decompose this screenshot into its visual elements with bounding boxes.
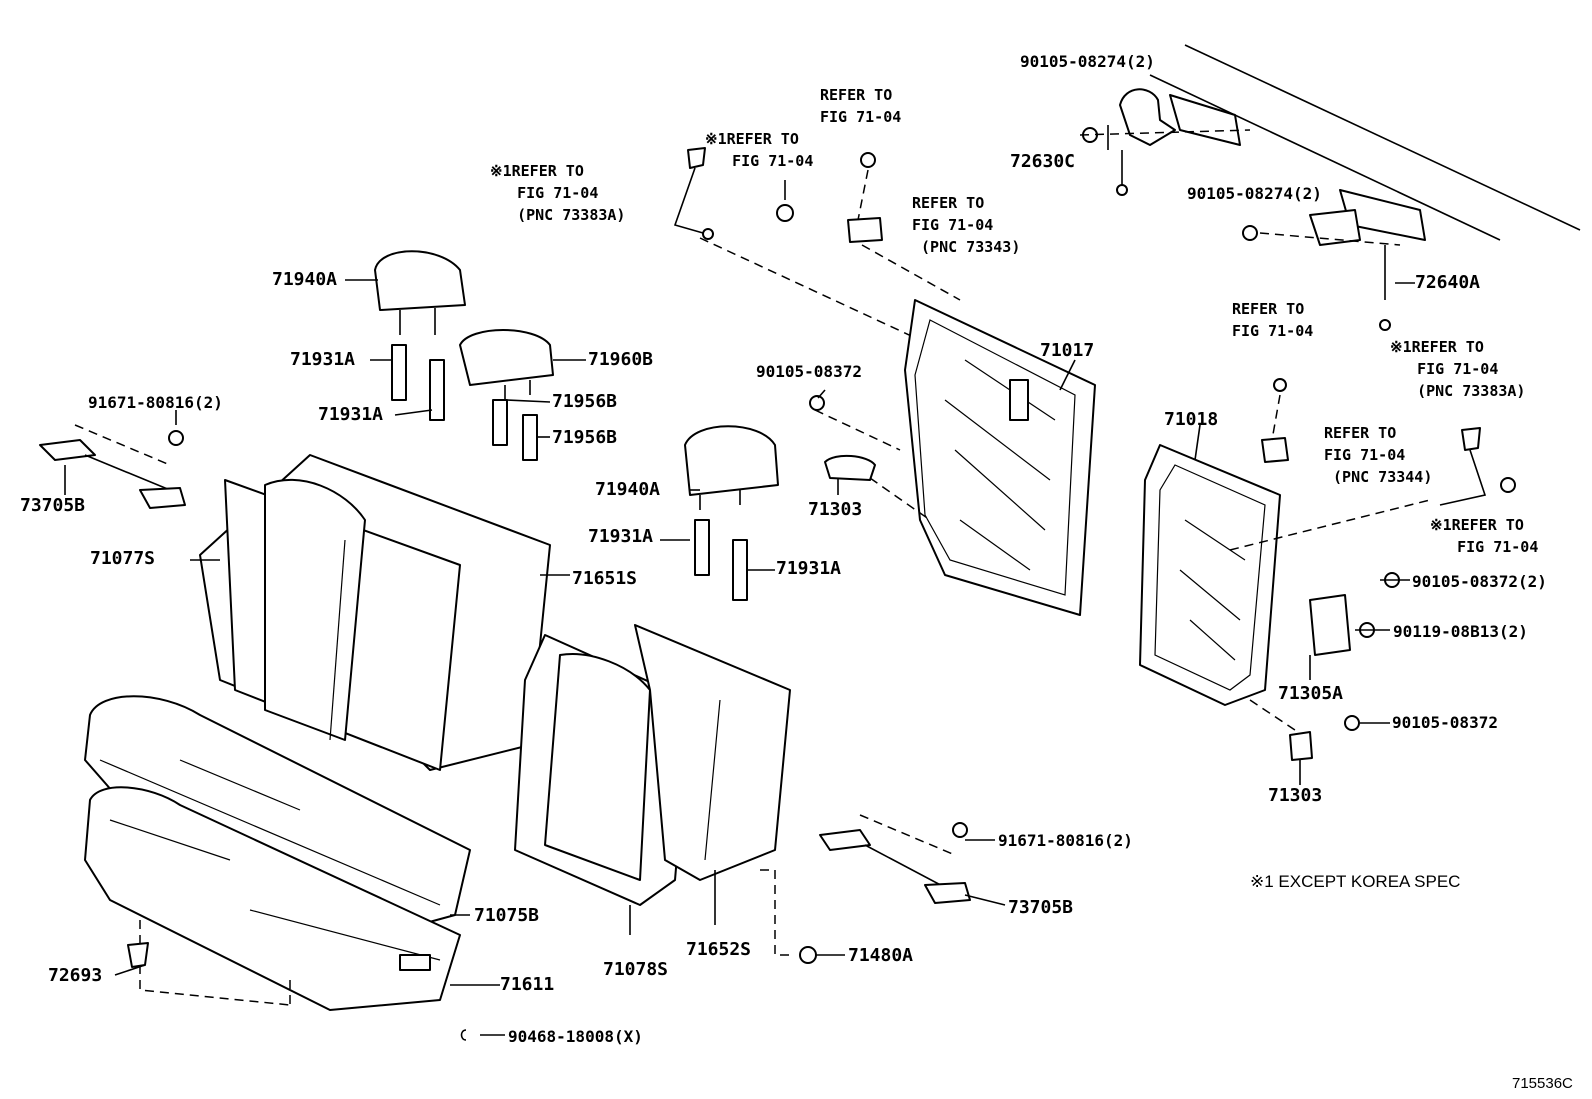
label-71077S: 71077S — [90, 548, 156, 569]
note-refer-73383A-left: ※1REFER TO FIG 71-04 (PNC 73383A) — [490, 162, 626, 224]
clip-72693 — [127, 942, 149, 968]
seatback-71078S — [514, 634, 691, 906]
floor-panel — [1149, 44, 1581, 241]
label-71931A-3: 71931A — [588, 526, 654, 547]
label-90468-18008: 90468-18008(X) — [508, 1027, 643, 1046]
note-refer-73383A-right: ※1REFER TO FIG 71-04 (PNC 73383A) — [1390, 338, 1526, 400]
figure-code: 715536C — [1512, 1075, 1573, 1092]
label-90105-08274-top: 90105-08274(2) — [1020, 52, 1155, 71]
clip-parts-top — [673, 147, 961, 341]
label-71931A-2: 71931A — [318, 404, 384, 425]
label-71303-right: 71303 — [1268, 785, 1323, 806]
headrest-71940A-left — [374, 250, 466, 335]
label-71931A-4: 71931A — [776, 558, 842, 579]
seatback-71652S — [634, 624, 791, 956]
label-71075B: 71075B — [474, 905, 540, 926]
clip-parts-right — [1261, 378, 1516, 761]
hinge-72630C — [1079, 88, 1251, 196]
hinge-72640A — [1242, 209, 1401, 331]
label-90105-08372-mid: 90105-08372 — [756, 362, 862, 381]
label-90105-08372-right: 90105-08372(2) — [1412, 572, 1547, 591]
label-73705B-left: 73705B — [20, 495, 86, 516]
label-71960B: 71960B — [588, 349, 654, 370]
clip-71480A — [799, 946, 817, 964]
frame-71017 — [809, 299, 1096, 616]
label-71017: 71017 — [1040, 340, 1095, 361]
label-71480A: 71480A — [848, 945, 914, 966]
label-73705B-right: 73705B — [1008, 897, 1074, 918]
cushion-71611 — [84, 786, 461, 1011]
label-72630C: 72630C — [1010, 151, 1076, 172]
note-refer-fig-71-04-a: ※1REFER TO FIG 71-04 — [705, 130, 814, 170]
label-71611: 71611 — [500, 974, 555, 995]
note-refer-73343: REFER TO FIG 71-04 (PNC 73343) — [912, 194, 1021, 256]
label-90105-08274-mid: 90105-08274(2) — [1187, 184, 1322, 203]
label-71931A-1: 71931A — [290, 349, 356, 370]
label-71305A: 71305A — [1278, 683, 1344, 704]
label-71940A-1: 71940A — [272, 269, 338, 290]
label-90119-08B13: 90119-08B13(2) — [1393, 622, 1528, 641]
frame-71018 — [1139, 444, 1431, 731]
label-71956B-1: 71956B — [552, 391, 618, 412]
label-71651S: 71651S — [572, 568, 638, 589]
label-72640A: 72640A — [1415, 272, 1481, 293]
hook-73705B-left — [39, 424, 186, 509]
note-refer-fig-71-04-b: REFER TO FIG 71-04 — [820, 86, 902, 126]
headrest-71960B — [459, 329, 554, 400]
label-71078S: 71078S — [603, 959, 669, 980]
seatback-71077S — [199, 454, 551, 771]
footnote-korea-spec: ※1 EXCEPT KOREA SPEC — [1250, 872, 1461, 891]
label-71018: 71018 — [1164, 409, 1219, 430]
label-72693: 72693 — [48, 965, 103, 986]
hook-73705B-right — [819, 814, 971, 904]
clip-90468 — [460, 1029, 505, 1041]
label-91671-80816-right: 91671-80816(2) — [998, 831, 1133, 850]
label-71652S: 71652S — [686, 939, 752, 960]
label-90105-08372-low: 90105-08372 — [1392, 713, 1498, 732]
label-71956B-2: 71956B — [552, 427, 618, 448]
label-91671-80816-left: 91671-80816(2) — [88, 393, 223, 412]
label-71303-mid: 71303 — [808, 499, 863, 520]
headrest-71940A-mid — [684, 425, 779, 510]
note-refer-73344: REFER TO FIG 71-04 (PNC 73344) — [1324, 424, 1433, 486]
note-refer-fig-71-04-c: REFER TO FIG 71-04 — [1232, 300, 1314, 340]
leader-lines — [64, 125, 1415, 986]
label-71940A-2: 71940A — [595, 479, 661, 500]
note-refer-fig-71-04-d: ※1REFER TO FIG 71-04 — [1430, 516, 1539, 556]
